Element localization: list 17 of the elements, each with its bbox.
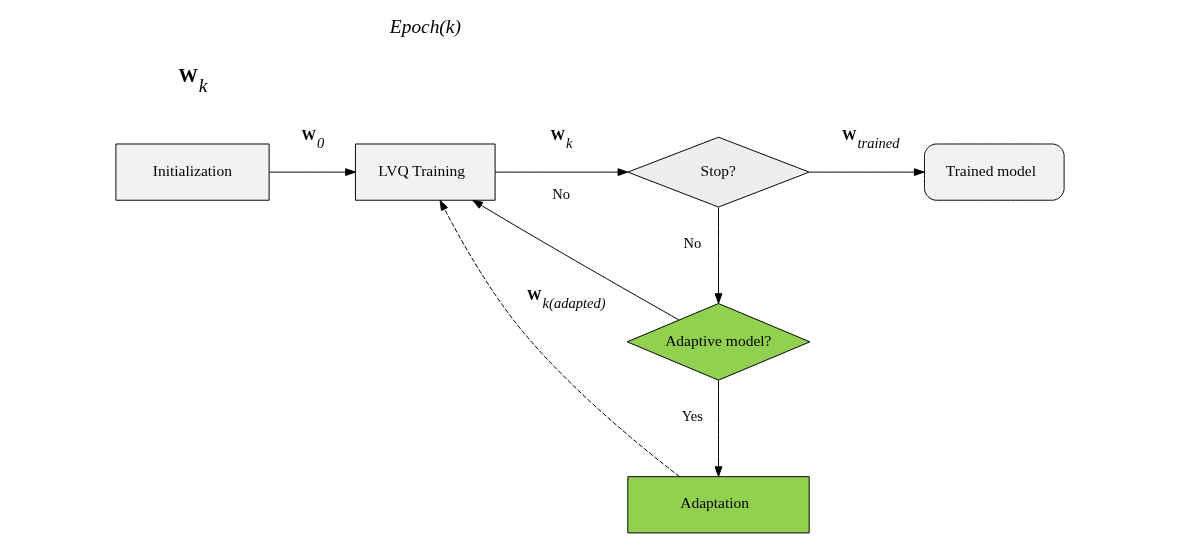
arrow: [439, 199, 680, 477]
arrow: [471, 199, 680, 321]
node-box: Initialization: [114, 143, 270, 201]
node-box: LVQ Training: [354, 143, 496, 201]
edge-label: No: [683, 234, 701, 251]
edge-label: No: [551, 186, 570, 203]
arrow: [494, 168, 628, 176]
arrow: [808, 168, 925, 176]
edge-label: Yes: [681, 407, 703, 424]
arrow: [714, 206, 722, 304]
label: Epoch(k): [389, 16, 461, 38]
arrow: [268, 168, 356, 176]
node-diamond: Adaptive model?: [626, 303, 810, 381]
arrow: [714, 379, 722, 477]
node-box: Adaptation: [626, 476, 810, 534]
node-box: Trained model: [923, 143, 1065, 201]
node-diamond: Stop?: [626, 136, 810, 208]
